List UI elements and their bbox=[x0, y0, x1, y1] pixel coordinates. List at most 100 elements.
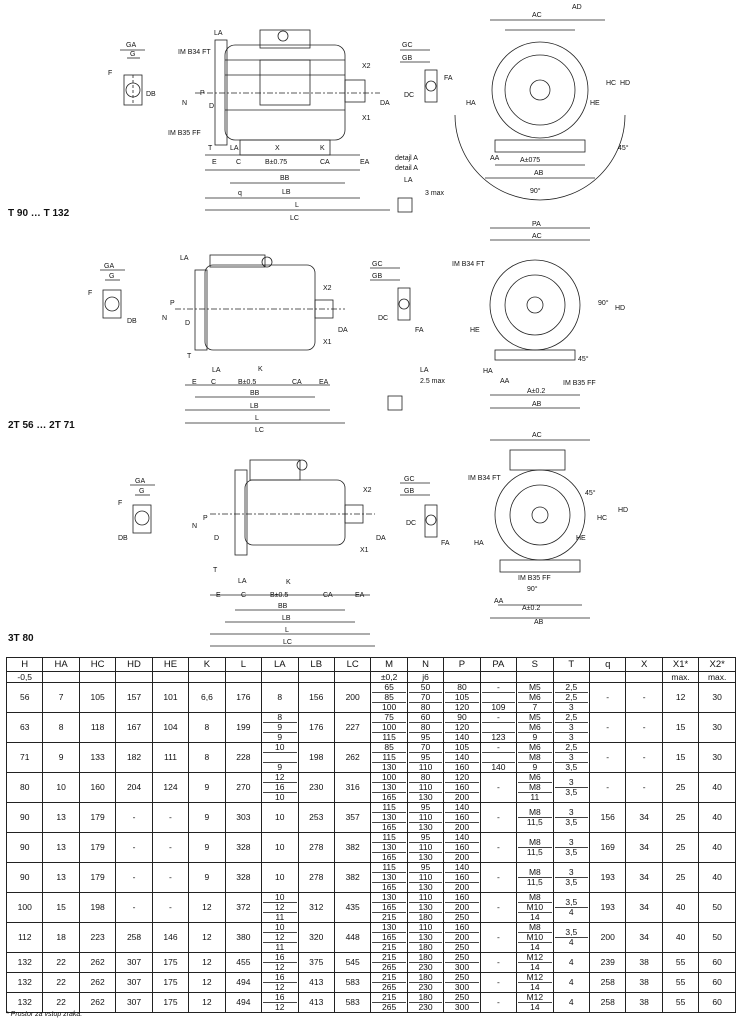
table-subcell: 165 bbox=[372, 822, 406, 832]
table-subcell: 10 bbox=[275, 812, 285, 822]
table-cell-x: - bbox=[625, 682, 663, 713]
svg-text:LC: LC bbox=[255, 427, 264, 434]
table-cell-q: 200 bbox=[588, 922, 627, 953]
svg-text:N: N bbox=[192, 523, 197, 530]
svg-text:FA: FA bbox=[441, 540, 450, 547]
svg-text:DA: DA bbox=[338, 327, 348, 334]
front-view-2: PA AC IM B34 FT 90° HD HE HA AA IM B35 F… bbox=[452, 221, 625, 409]
table-subcell: 130 bbox=[372, 812, 406, 822]
table-subcell: 11 bbox=[518, 792, 552, 802]
table-cell-q: - bbox=[588, 742, 627, 773]
table-subcell: 2,5 bbox=[554, 692, 588, 702]
svg-text:LA: LA bbox=[214, 30, 223, 37]
table-cell-h: 112 bbox=[5, 922, 44, 953]
column-subheader bbox=[115, 671, 153, 683]
svg-text:IM B34 FT: IM B34 FT bbox=[468, 475, 501, 482]
table-subcell: 60 bbox=[420, 712, 431, 722]
table-subcell: 95 bbox=[420, 862, 431, 872]
table-cell-k: 9 bbox=[188, 772, 226, 803]
table-subcell: 115 bbox=[382, 862, 396, 872]
table-cell-q: 239 bbox=[588, 952, 627, 973]
table-cell-x2: 40 bbox=[698, 802, 736, 833]
table-subcell: 160 bbox=[445, 782, 479, 792]
table-subcell: 95 bbox=[420, 802, 431, 812]
table-cell-h: 100 bbox=[5, 892, 44, 923]
table-subcell: 4 bbox=[568, 977, 574, 987]
column-subheader bbox=[261, 671, 299, 683]
column-header: HD bbox=[115, 657, 153, 672]
table-subcell: 130 bbox=[372, 782, 406, 792]
svg-text:AC: AC bbox=[532, 233, 542, 240]
svg-text:AD: AD bbox=[572, 4, 582, 11]
svg-text:HE: HE bbox=[576, 535, 586, 542]
column-header: S bbox=[516, 657, 554, 672]
table-cell-lc: 200 bbox=[333, 682, 372, 713]
table-subcell: 110 bbox=[408, 842, 443, 852]
svg-text:EA: EA bbox=[319, 379, 329, 386]
table-subcell: 230 bbox=[408, 982, 443, 992]
table-subcell: 3 bbox=[554, 752, 588, 762]
svg-text:HD: HD bbox=[615, 305, 625, 312]
svg-text:DB: DB bbox=[146, 91, 156, 98]
table-subcell: 140 bbox=[454, 832, 470, 842]
table-cell-hd: 167 bbox=[115, 712, 153, 743]
svg-text:F: F bbox=[108, 70, 112, 77]
table-subcell: - bbox=[496, 812, 500, 822]
table-cell-lc: 316 bbox=[333, 772, 372, 803]
table-cell-hc: 133 bbox=[78, 742, 117, 773]
table-subcell: 9 bbox=[518, 732, 552, 742]
column-subheader bbox=[333, 671, 372, 683]
table-cell-ha: 22 bbox=[42, 972, 80, 993]
svg-text:A±0.2: A±0.2 bbox=[522, 605, 540, 612]
table-cell-ha: 13 bbox=[42, 862, 80, 893]
table-cell-x1: 12 bbox=[661, 682, 700, 713]
table-subcell: 9 bbox=[263, 722, 297, 732]
table-cell-he: - bbox=[151, 802, 190, 833]
table-cell-lb: 413 bbox=[297, 972, 335, 993]
column-subheader bbox=[224, 671, 263, 683]
table-subcell: 130 bbox=[372, 762, 406, 772]
table-cell-ha: 13 bbox=[42, 802, 80, 833]
table-cell-h: 71 bbox=[5, 742, 44, 773]
table-subcell: 140 bbox=[445, 732, 479, 742]
table-cell-l: 494 bbox=[224, 972, 263, 993]
table-subcell: 12 bbox=[275, 772, 285, 782]
table-cell-lb: 278 bbox=[297, 832, 335, 863]
table-cell-x: 34 bbox=[625, 922, 663, 953]
table-cell-x2: 60 bbox=[698, 952, 736, 973]
table-subcell: 3 bbox=[568, 777, 574, 787]
table-subcell: 160 bbox=[445, 842, 479, 852]
table-cell-pa: - bbox=[479, 992, 518, 1013]
table-subcell bbox=[263, 752, 297, 762]
table-cell-l: 380 bbox=[224, 922, 263, 953]
svg-text:HA: HA bbox=[474, 540, 484, 547]
table-subcell: 3 bbox=[568, 807, 574, 817]
svg-text:LB: LB bbox=[282, 189, 291, 196]
table-subcell: 3,5 bbox=[554, 847, 588, 857]
svg-text:L: L bbox=[285, 627, 289, 634]
table-subcell: - bbox=[496, 782, 500, 792]
svg-text:C: C bbox=[236, 159, 241, 166]
table-subcell: 9 bbox=[263, 762, 297, 772]
table-cell-x: 34 bbox=[625, 832, 663, 863]
technical-drawings: GA G F DB LA IM B34 FT IM B35 FF N P D X… bbox=[8, 4, 630, 647]
svg-text:X2: X2 bbox=[363, 487, 372, 494]
table-cell-hd: 258 bbox=[115, 922, 153, 953]
table-cell-h: 56 bbox=[5, 682, 44, 713]
column-header: X1* bbox=[661, 657, 700, 672]
table-subcell: 16 bbox=[275, 972, 285, 982]
